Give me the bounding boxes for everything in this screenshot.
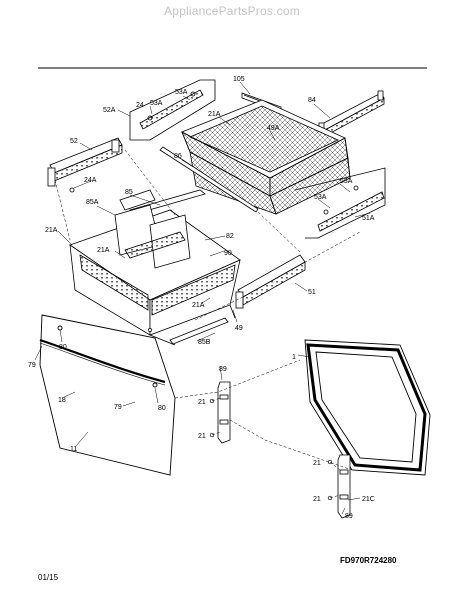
callout-51a: 51A <box>362 215 375 222</box>
callout-21-2: 21 <box>198 433 206 440</box>
callout-84: 84 <box>308 97 316 104</box>
callout-1: 1 <box>292 354 296 361</box>
callout-21a-bin: 21A <box>97 247 110 254</box>
callout-85: 85 <box>125 189 133 196</box>
part-1-door-frame <box>304 339 431 476</box>
part-86-rod <box>159 146 259 213</box>
part-89-bracket-top <box>217 381 231 444</box>
callout-86: 86 <box>174 153 182 160</box>
callout-79-left: 79 <box>28 362 36 369</box>
part-21-screws <box>148 328 333 501</box>
watermark: AppliancePartsPros.com <box>164 4 300 18</box>
callout-24a: 24A <box>84 177 97 184</box>
callout-labels: 105 84 53A 24 53A 52A 21A 49A 52 86 24A … <box>28 76 375 520</box>
callout-52: 52 <box>70 138 78 145</box>
callout-53a-2: 53A <box>340 178 353 185</box>
callout-53a-3: 53A <box>314 194 327 201</box>
callout-21c: 21C <box>362 496 375 503</box>
part-52-slide-rail <box>47 137 123 187</box>
part-84-rail <box>318 90 385 138</box>
callout-21a-basket: 21A <box>208 111 221 118</box>
callout-85a: 85A <box>86 199 99 206</box>
callout-53a-inset: 53A <box>150 100 163 107</box>
callout-18: 18 <box>58 397 66 404</box>
callout-89-bot: 89 <box>345 513 353 520</box>
freezer-bin <box>69 189 241 346</box>
part-24a-screw <box>69 187 75 193</box>
callout-21-1: 21 <box>198 399 206 406</box>
callout-82: 82 <box>226 233 234 240</box>
callout-21a-low: 21A <box>192 302 205 309</box>
assembly-lines <box>54 149 361 499</box>
callout-51: 51 <box>308 289 316 296</box>
callout-21-3: 21 <box>313 460 321 467</box>
callout-89-top: 89 <box>219 366 227 373</box>
callout-52a: 52A <box>103 107 116 114</box>
part-52a-inset <box>129 79 216 141</box>
part-11-drawer-front <box>39 314 176 476</box>
callout-80-top: 80 <box>59 344 67 351</box>
callout-85b: 85B <box>198 339 211 346</box>
leader-lines <box>34 81 371 515</box>
part-51-slide-rail <box>235 254 306 309</box>
callout-11: 11 <box>70 446 77 453</box>
part-85b-rail <box>169 317 229 345</box>
callout-79-mid: 79 <box>114 404 122 411</box>
callout-24: 24 <box>136 102 144 109</box>
callout-21a-left: 21A <box>45 227 58 234</box>
diagram-code: FD970R724280 <box>340 556 397 565</box>
callout-53a-1: 53A <box>175 89 188 96</box>
callout-49: 49 <box>235 325 243 332</box>
callout-49a: 49A <box>267 125 280 132</box>
part-51a-inset <box>294 167 386 239</box>
callout-105: 105 <box>233 76 245 83</box>
revision-date: 01/15 <box>38 573 59 582</box>
part-89-bracket-bottom <box>337 454 351 519</box>
callout-21-4: 21 <box>313 496 321 503</box>
callout-90: 90 <box>224 250 232 257</box>
callout-80-bot: 80 <box>158 405 166 412</box>
